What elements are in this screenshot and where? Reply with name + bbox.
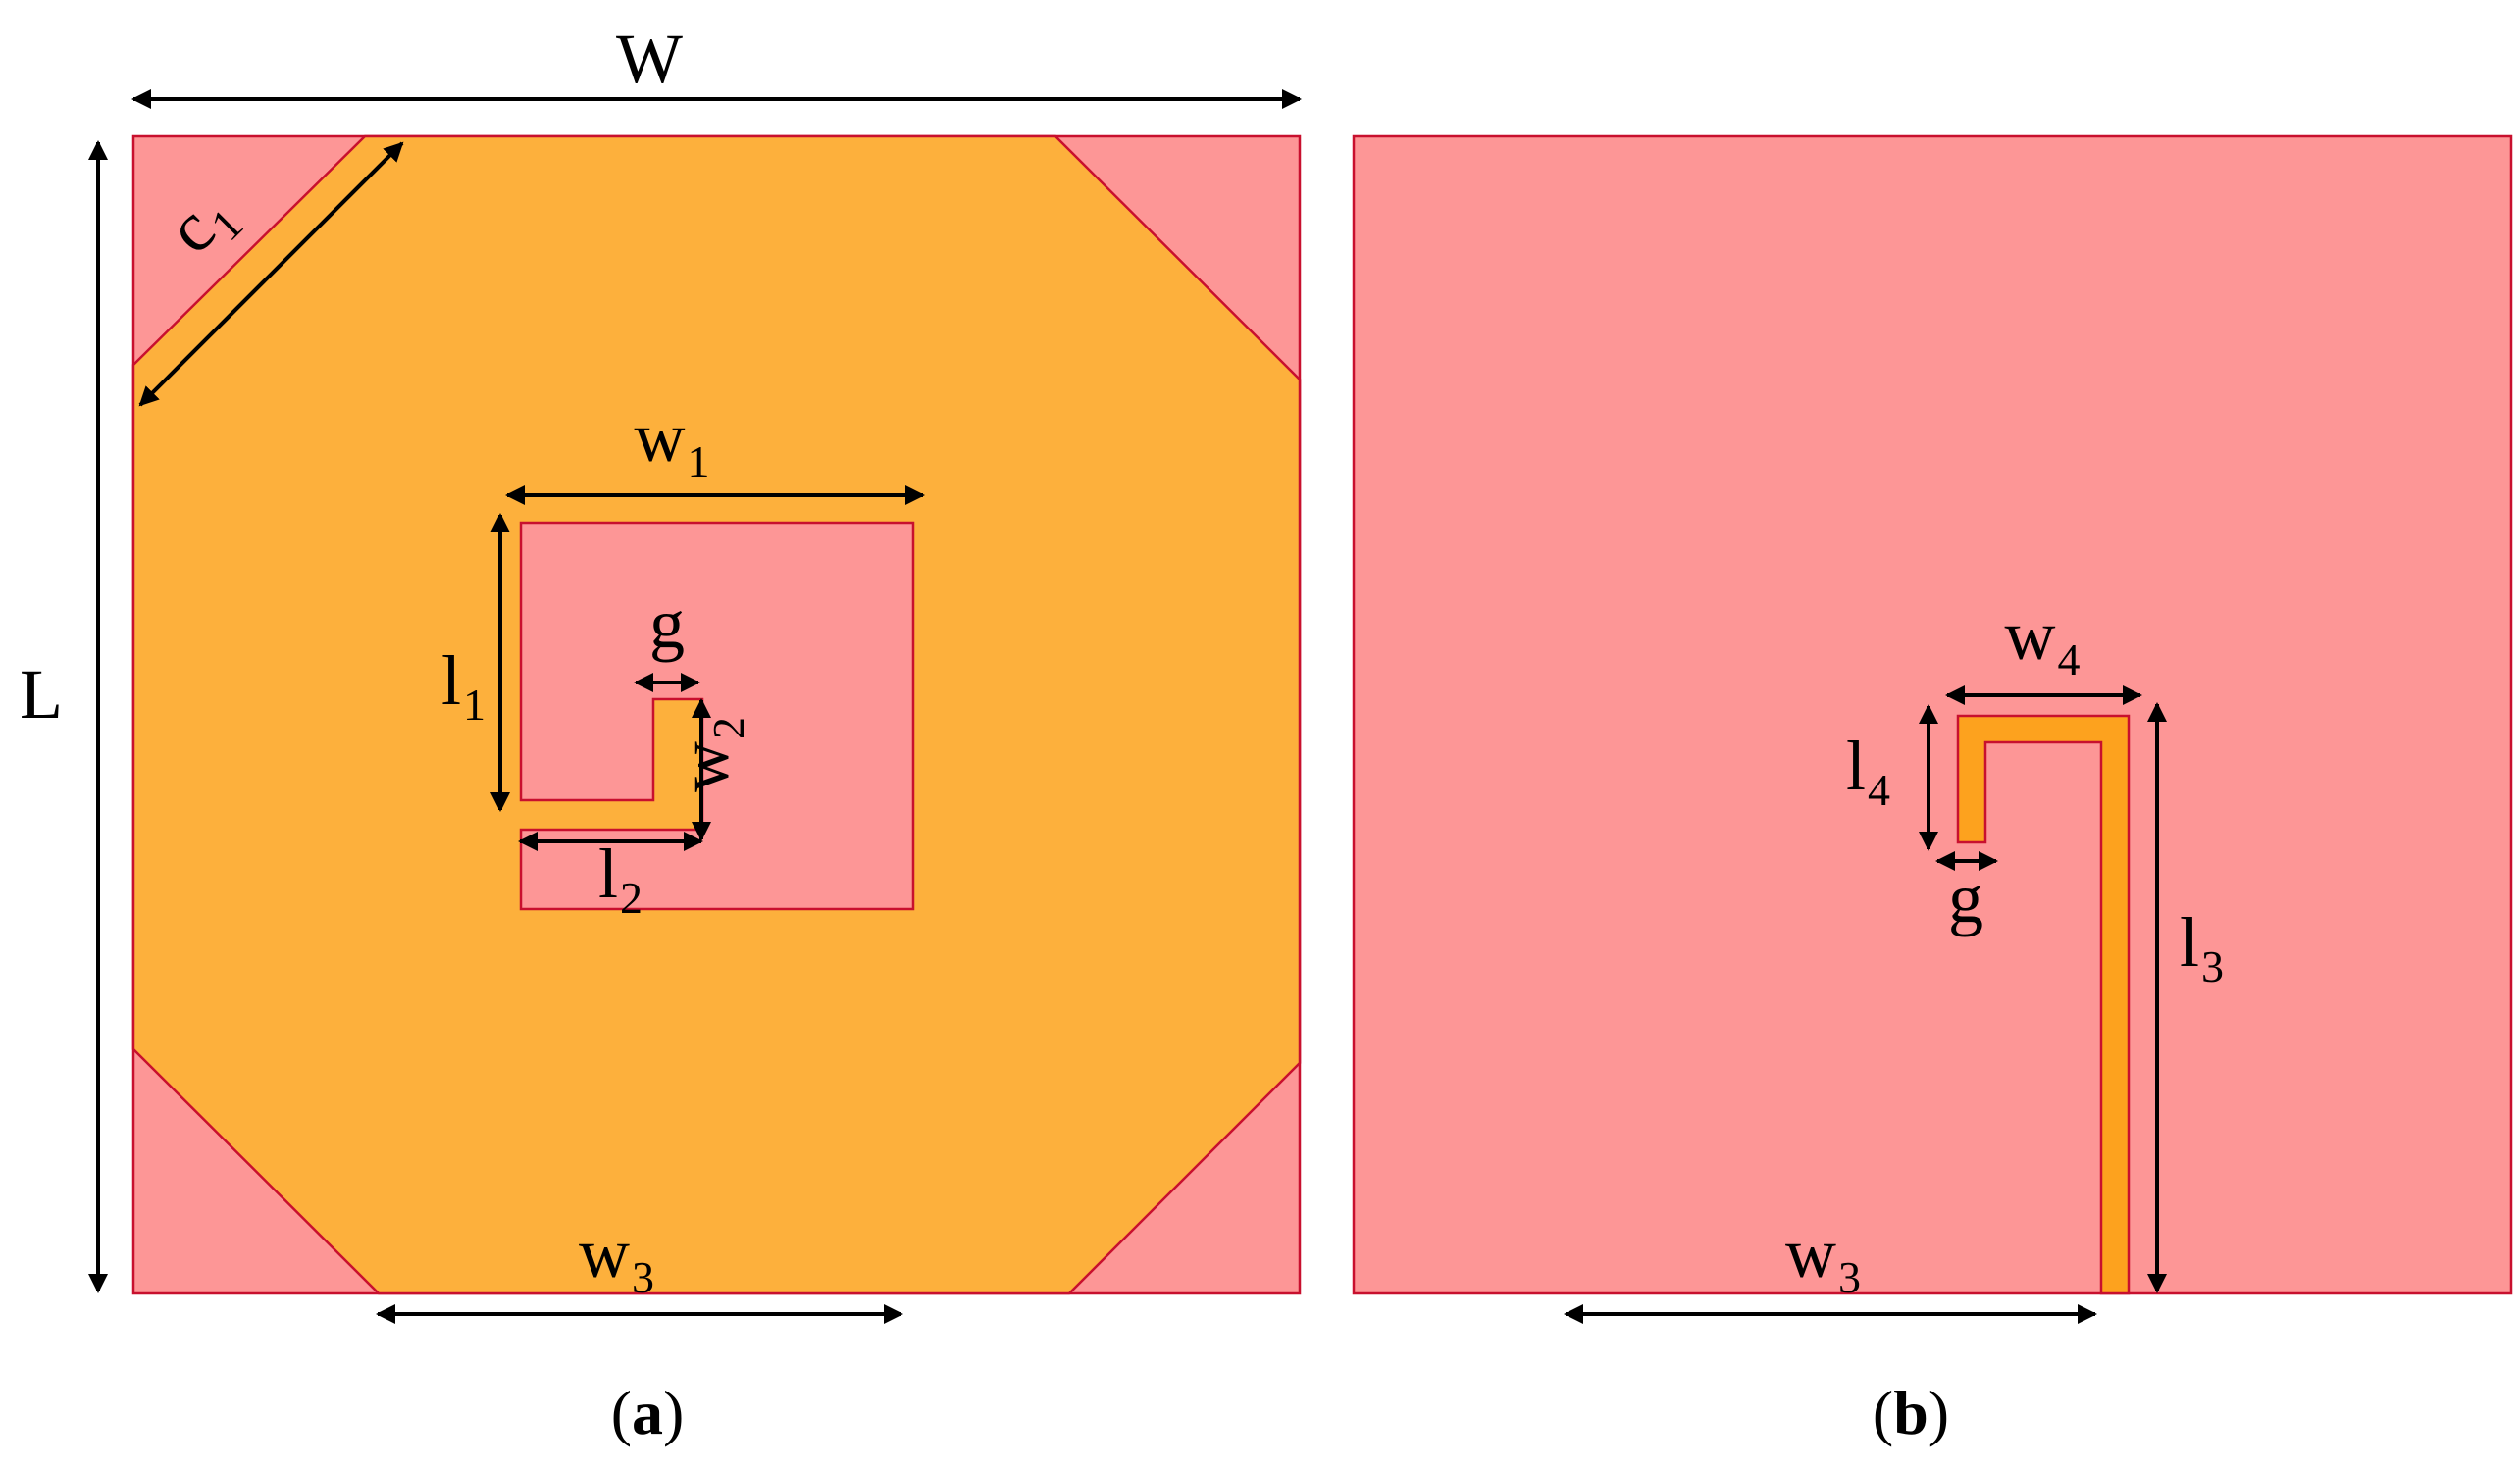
label-w3-b: w3 <box>1785 1214 1861 1302</box>
label-l2: l2 <box>598 835 643 923</box>
caption-a: (a) <box>611 1378 685 1447</box>
label-l1: l1 <box>441 641 486 730</box>
panel-b-feed-line <box>1956 714 2131 1295</box>
panel-a-top-layer: W L c1 w1 l1 g w2 l2 w3 (a) <box>20 20 1302 1447</box>
label-l4: l4 <box>1846 727 1890 815</box>
caption-b: (b) <box>1873 1378 1949 1447</box>
panel-b-bottom-layer: w4 l4 g l3 w3 (b) <box>1352 134 2513 1447</box>
label-w3-a: w3 <box>579 1214 654 1302</box>
panel-a-inner-slot <box>519 521 915 911</box>
label-L: L <box>20 655 63 734</box>
label-l3: l3 <box>2180 903 2224 991</box>
label-W: W <box>616 20 683 98</box>
panel-b-substrate <box>1352 134 2513 1295</box>
label-w2: w2 <box>665 717 753 792</box>
svg-text:w2: w2 <box>665 717 753 792</box>
label-g-a: g <box>649 584 685 663</box>
dim-arrow-c1 <box>138 141 404 407</box>
label-w1: w1 <box>635 398 710 486</box>
label-w4: w4 <box>2005 596 2081 684</box>
label-g-b: g <box>1948 859 1983 937</box>
